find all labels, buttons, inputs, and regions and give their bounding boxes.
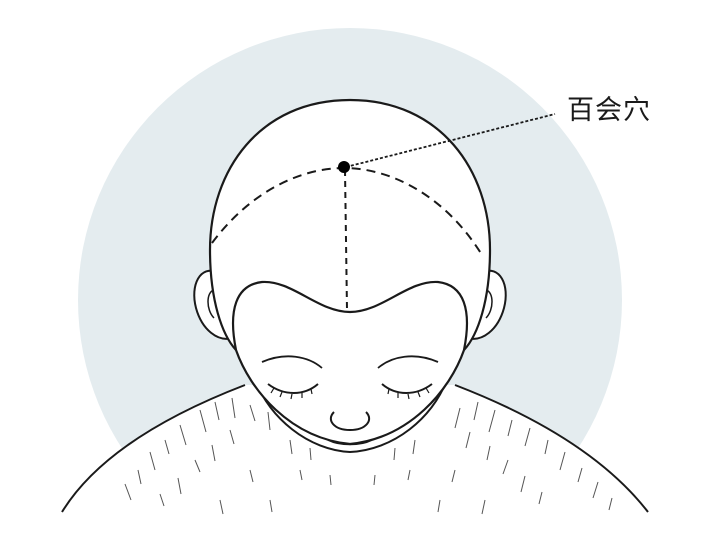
left-eyebrow — [261, 355, 323, 369]
acupoint-leader-line — [345, 113, 556, 168]
baihui-point-marker — [338, 161, 350, 173]
clothing-hatching — [124, 397, 613, 515]
right-eye — [381, 383, 433, 400]
left-eye — [267, 383, 319, 400]
baihui-acupoint-label: 百会穴 — [567, 95, 651, 126]
mouth — [327, 439, 373, 446]
nose — [329, 411, 371, 432]
body-outline — [61, 384, 649, 513]
right-eyebrow — [377, 355, 439, 369]
forehead-hairline — [232, 280, 468, 351]
midline-dashed-line — [344, 169, 348, 311]
body-shoulders — [62, 385, 648, 548]
